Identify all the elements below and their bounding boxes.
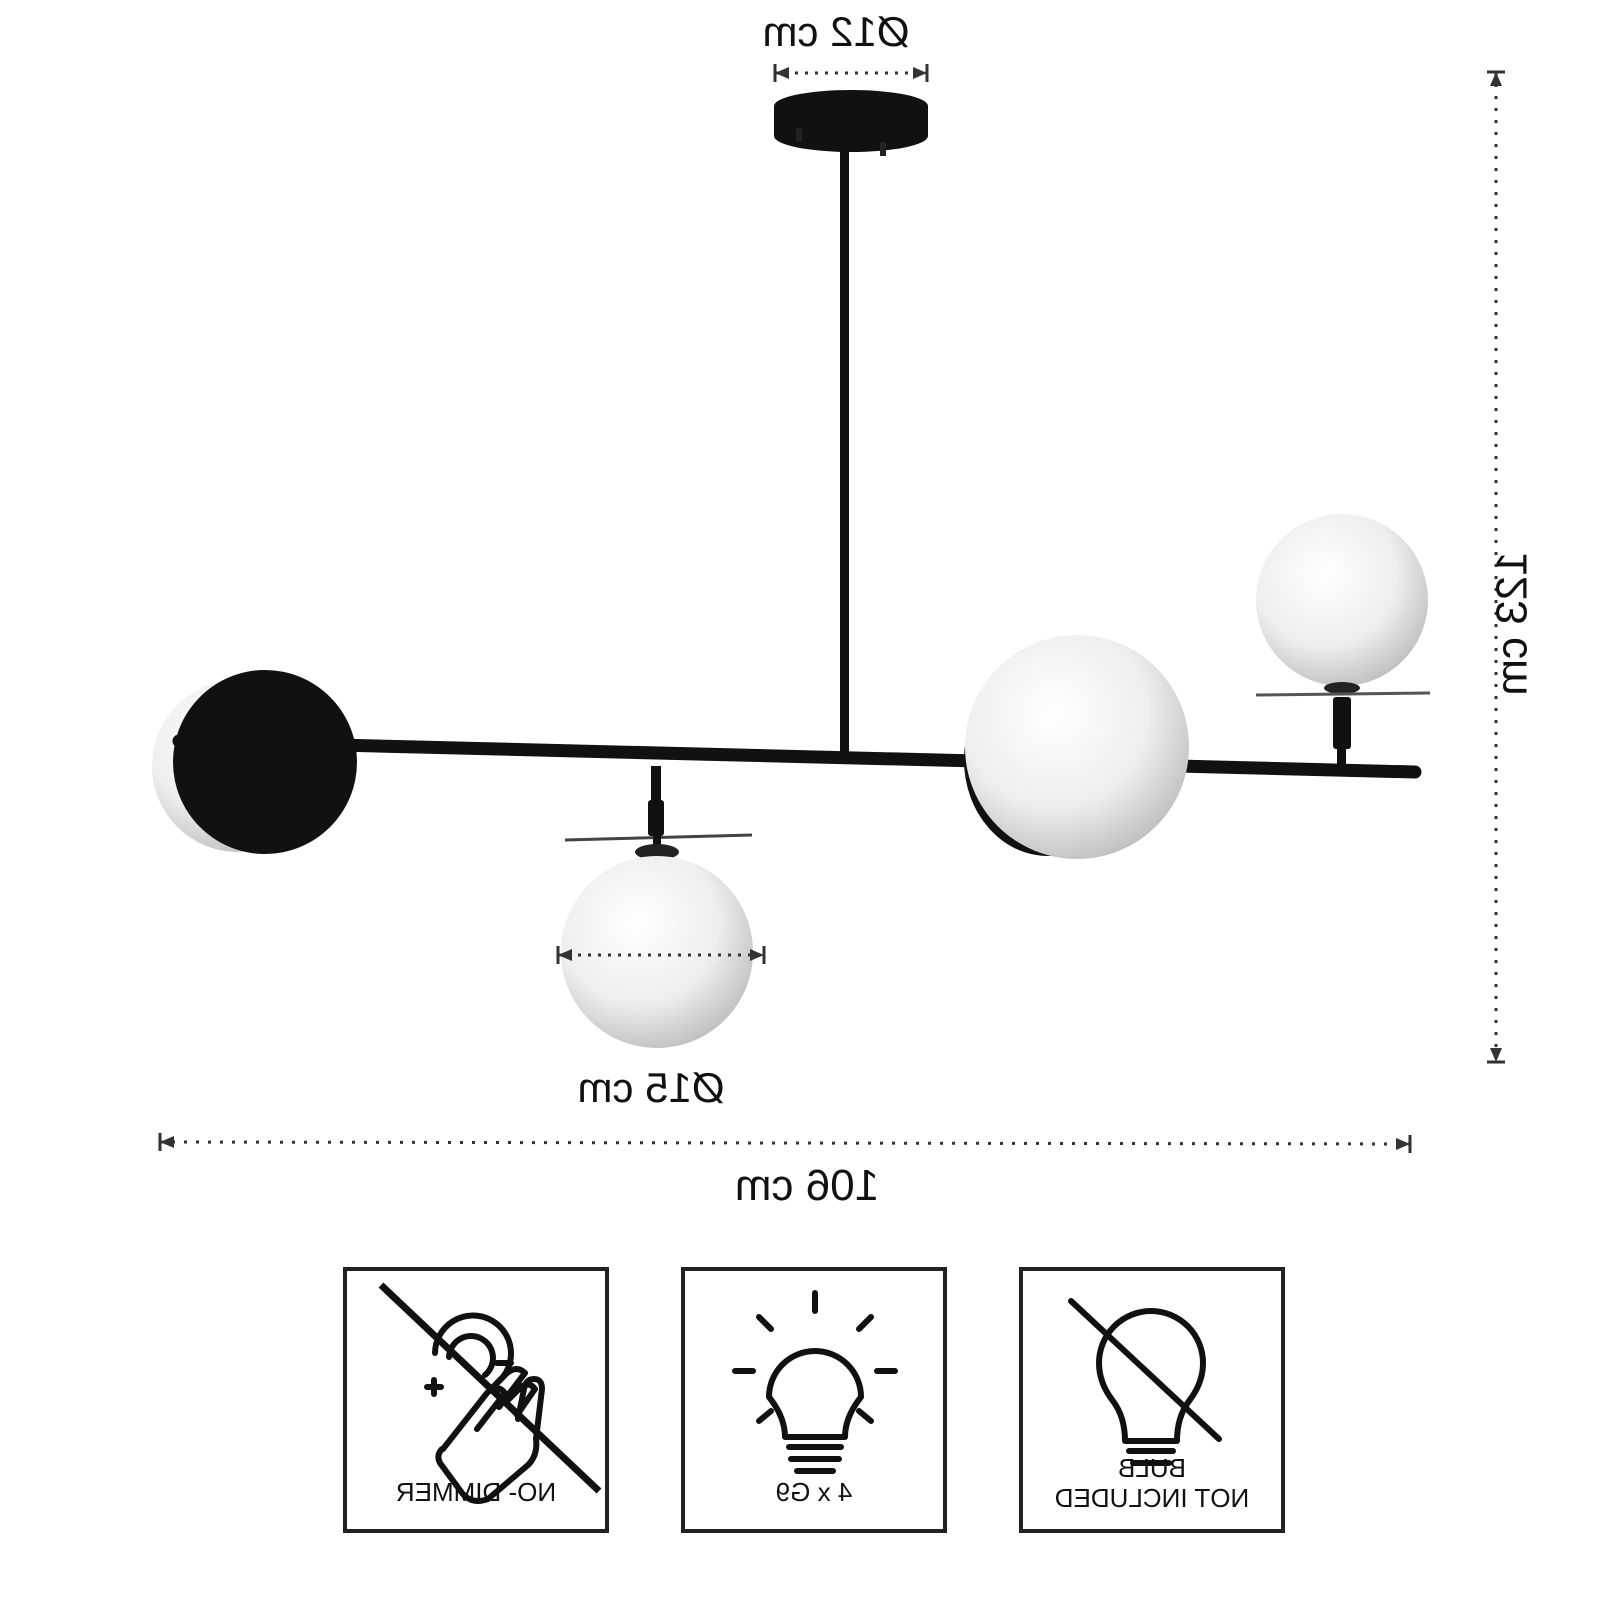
height-dimension: [1487, 70, 1505, 1064]
bulb-not-included-box: BULB NOT INCLUDED: [1019, 1267, 1285, 1533]
bulb-count-box: 4 x G9: [681, 1267, 947, 1533]
canopy-dimension-label: Ø12 cm: [762, 8, 909, 55]
hand-touch-crossed-icon: [378, 1282, 602, 1504]
canopy-dimension: [773, 64, 929, 82]
horizontal-bar: [172, 734, 1422, 779]
bulb-not-included-label-line2: NOT INCLUDED: [1054, 1483, 1250, 1513]
lower-globe: [561, 766, 753, 1048]
suspension-rod: [840, 140, 849, 752]
ceiling-canopy: [773, 90, 929, 156]
upper-right-globe: [1255, 514, 1431, 767]
bulb-count-label: 4 x G9: [775, 1477, 853, 1507]
globe-dimension-label: Ø15 cm: [577, 1064, 724, 1111]
no-dimmer-label: NO- DIMMER: [395, 1477, 557, 1507]
left-globe-disc: [152, 670, 357, 854]
height-dimension-label: 123 cm: [1488, 551, 1537, 695]
bulb-crossed-icon: [1068, 1298, 1222, 1466]
no-dimmer-box: NO- DIMMER: [343, 1267, 609, 1533]
bulb-not-included-label-line1: BULB: [1118, 1453, 1186, 1483]
light-bulb-icon: [732, 1290, 898, 1474]
globe-dimension: [556, 946, 766, 964]
width-dimension: [158, 1133, 1412, 1153]
width-dimension-label: 106 cm: [735, 1161, 879, 1210]
center-right-globe: [964, 635, 1189, 859]
